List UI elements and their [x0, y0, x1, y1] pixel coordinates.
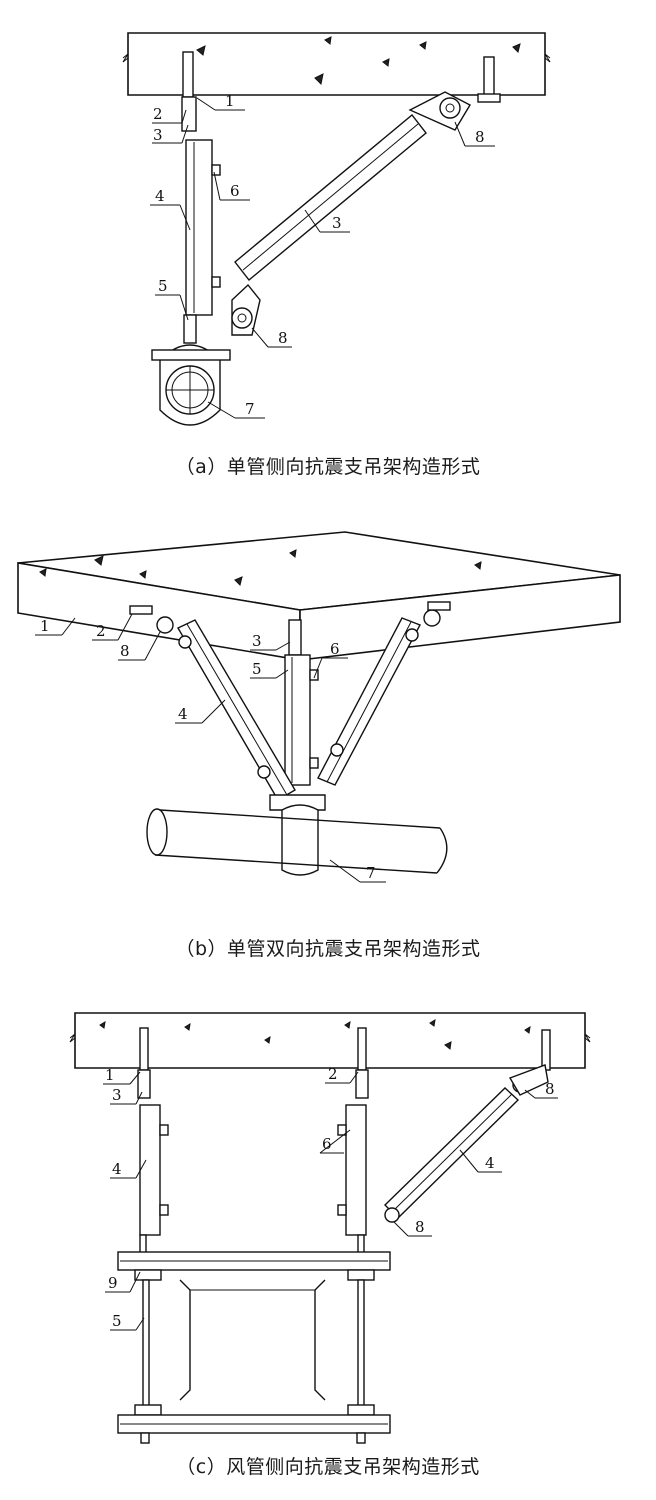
panel-b: 1 2 8 3 5 6 4 7 （b）单管双向抗震支吊架构造形式 [0, 510, 656, 980]
pipe-clamp-7 [151, 344, 231, 426]
label-6: 6 [230, 182, 240, 200]
concrete-ceiling-slab [17, 531, 621, 661]
pipe-7 [146, 808, 448, 874]
label-9: 9 [108, 1274, 118, 1292]
leader-lines [35, 613, 386, 883]
diagonal-brace-left [156, 616, 296, 801]
anchor-bolt [139, 1027, 149, 1071]
label-1: 1 [225, 92, 235, 110]
label-4: 4 [178, 705, 188, 723]
pipe-clamp [269, 794, 326, 876]
label-2: 2 [153, 105, 163, 123]
concrete-ceiling-slab [122, 32, 551, 96]
label-3: 3 [112, 1086, 122, 1104]
anchor-plate [427, 601, 451, 611]
concrete-ceiling-slab [69, 1012, 591, 1069]
hinge-connector-8-top [408, 91, 471, 131]
diagonal-brace-4 [384, 1064, 549, 1223]
hanger-middle [337, 1069, 369, 1256]
caption-c: （c）风管侧向抗震支吊架构造形式 [176, 1456, 480, 1478]
diagram-duct-lateral: 1 3 2 4 6 4 8 8 9 5 [69, 1012, 591, 1444]
caption-b: （b）单管双向抗震支吊架构造形式 [175, 938, 481, 960]
diagonal-brace-3 [234, 113, 427, 282]
leader-lines [150, 97, 495, 419]
diagonal-brace-right [317, 609, 441, 786]
label-8: 8 [415, 1218, 425, 1236]
label-1: 1 [105, 1066, 115, 1084]
label-5: 5 [112, 1312, 122, 1330]
anchor-bolt [483, 56, 495, 96]
label-6: 6 [322, 1135, 332, 1153]
panel-a: 1 2 3 3 4 5 6 7 8 8 （a）单管侧向抗震支吊架构造形式 [0, 0, 656, 480]
hinge-connector-8-bottom [231, 283, 261, 336]
anchor-bolt [182, 51, 194, 98]
label-3: 3 [332, 214, 342, 232]
label-5: 5 [158, 277, 168, 295]
label-7: 7 [366, 864, 376, 882]
label-2: 2 [328, 1065, 338, 1083]
label-7: 7 [245, 400, 255, 418]
hanger-left [137, 1069, 169, 1256]
label-3: 3 [153, 126, 163, 144]
label-8: 8 [278, 329, 288, 347]
vertical-channel [284, 619, 319, 786]
rod-connector [181, 96, 197, 132]
label-6: 6 [330, 640, 340, 658]
air-duct [179, 1279, 326, 1401]
threaded-rod-5 [142, 1279, 150, 1416]
label-8: 8 [475, 128, 485, 146]
support-channel-9 [117, 1251, 391, 1281]
vertical-channel-4 [185, 139, 221, 316]
leader-lines [103, 1071, 558, 1331]
threaded-rod-5 [183, 314, 197, 344]
anchor-plate [477, 93, 501, 103]
label-4: 4 [112, 1160, 122, 1178]
bottom-channel [117, 1404, 391, 1444]
label-1: 1 [40, 617, 50, 635]
label-5: 5 [252, 660, 262, 678]
label-8: 8 [120, 642, 130, 660]
anchor-bolt [357, 1027, 367, 1071]
label-4: 4 [485, 1154, 495, 1172]
caption-a: （a）单管侧向抗震支吊架构造形式 [175, 456, 481, 478]
label-2: 2 [96, 622, 106, 640]
label-3: 3 [252, 632, 262, 650]
threaded-rod-5 [357, 1279, 365, 1416]
anchor-bolt [541, 1029, 551, 1071]
label-8: 8 [545, 1080, 555, 1098]
diagram-single-pipe-lateral: 1 2 3 3 4 5 6 7 8 8 [122, 32, 551, 426]
diagram-single-pipe-bidirectional: 1 2 8 3 5 6 4 7 [17, 531, 621, 883]
panel-c: 1 3 2 4 6 4 8 8 9 5 （c）风管侧向抗震支吊架构造形式 [0, 1000, 656, 1500]
anchor-plate [129, 605, 153, 615]
label-4: 4 [155, 187, 165, 205]
